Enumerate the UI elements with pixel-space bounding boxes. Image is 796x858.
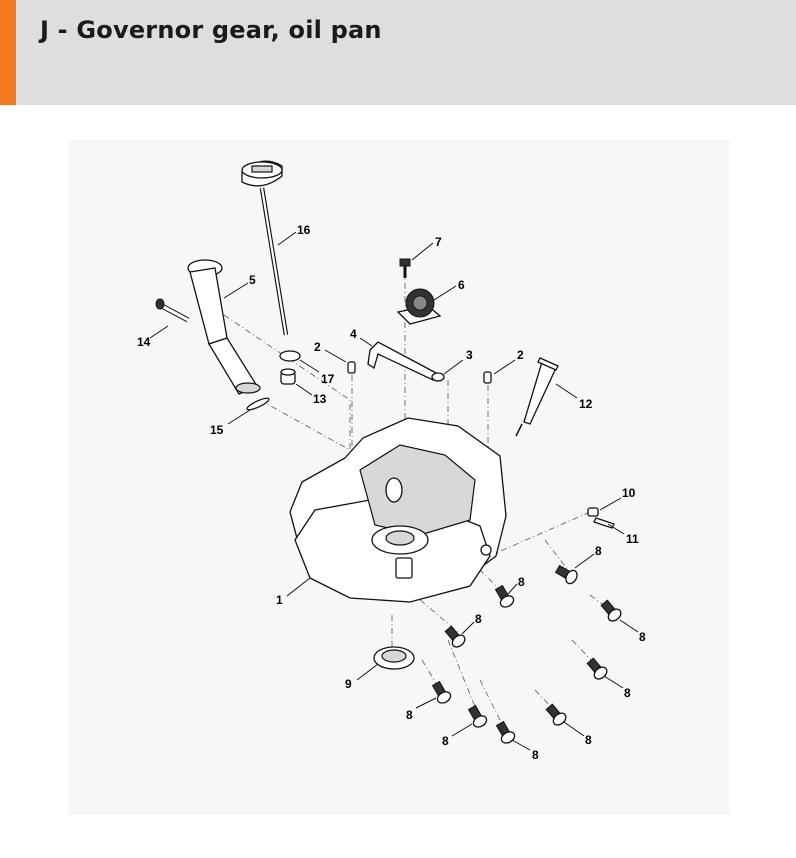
page-title: J - Governor gear, oil pan xyxy=(40,16,382,44)
header-accent-bar xyxy=(0,0,16,105)
callout-3: 3 xyxy=(466,348,473,362)
callout-12: 12 xyxy=(579,397,593,411)
callout-8-c: 8 xyxy=(475,612,482,626)
callout-8-e: 8 xyxy=(624,686,631,700)
callout-labels: 16 5 14 7 6 4 2 3 2 17 13 15 12 10 11 1 … xyxy=(137,223,646,762)
callout-4: 4 xyxy=(350,327,357,341)
callout-8-f: 8 xyxy=(406,708,413,722)
part-bolt-14 xyxy=(155,298,190,323)
part-flange-bolts xyxy=(431,564,622,744)
part-governor-shaft xyxy=(367,341,440,381)
callout-13: 13 xyxy=(313,392,327,406)
page-header: J - Governor gear, oil pan xyxy=(0,0,796,105)
callout-11: 11 xyxy=(626,532,639,546)
callout-7: 7 xyxy=(435,235,442,249)
part-dowel-pin-right xyxy=(483,371,492,384)
part-o-ring-17 xyxy=(279,350,301,362)
part-screw-7 xyxy=(399,258,411,278)
callout-14: 14 xyxy=(137,335,151,349)
callout-6: 6 xyxy=(458,278,465,292)
callout-1: 1 xyxy=(276,593,283,607)
part-sealant-tube-12 xyxy=(515,357,559,437)
callout-8-g: 8 xyxy=(442,734,449,748)
callout-8-h: 8 xyxy=(532,748,539,762)
leader-lines xyxy=(149,231,639,751)
part-governor-gear xyxy=(396,288,442,325)
part-seal-9 xyxy=(373,646,415,670)
callout-2-right: 2 xyxy=(517,348,524,362)
part-ring-15 xyxy=(246,397,270,411)
callout-9: 9 xyxy=(345,677,352,691)
callout-10: 10 xyxy=(622,486,636,500)
callout-5: 5 xyxy=(249,273,256,287)
callout-15: 15 xyxy=(210,423,224,437)
callout-2-left: 2 xyxy=(314,340,321,354)
callout-17: 17 xyxy=(321,372,335,386)
part-dipstick xyxy=(241,160,289,336)
callout-8-a: 8 xyxy=(595,544,602,558)
callout-16: 16 xyxy=(297,223,311,237)
part-dowel-pin-left xyxy=(347,361,356,374)
part-clip-11 xyxy=(593,517,615,529)
part-plug-13 xyxy=(280,368,296,385)
callout-8-d: 8 xyxy=(639,630,646,644)
part-key-10 xyxy=(587,507,599,517)
part-oil-pan xyxy=(289,417,507,603)
callout-8-i: 8 xyxy=(585,733,592,747)
part-oil-fill-tube xyxy=(187,259,261,395)
callout-8-b: 8 xyxy=(518,575,525,589)
part-washer-3 xyxy=(431,372,445,382)
